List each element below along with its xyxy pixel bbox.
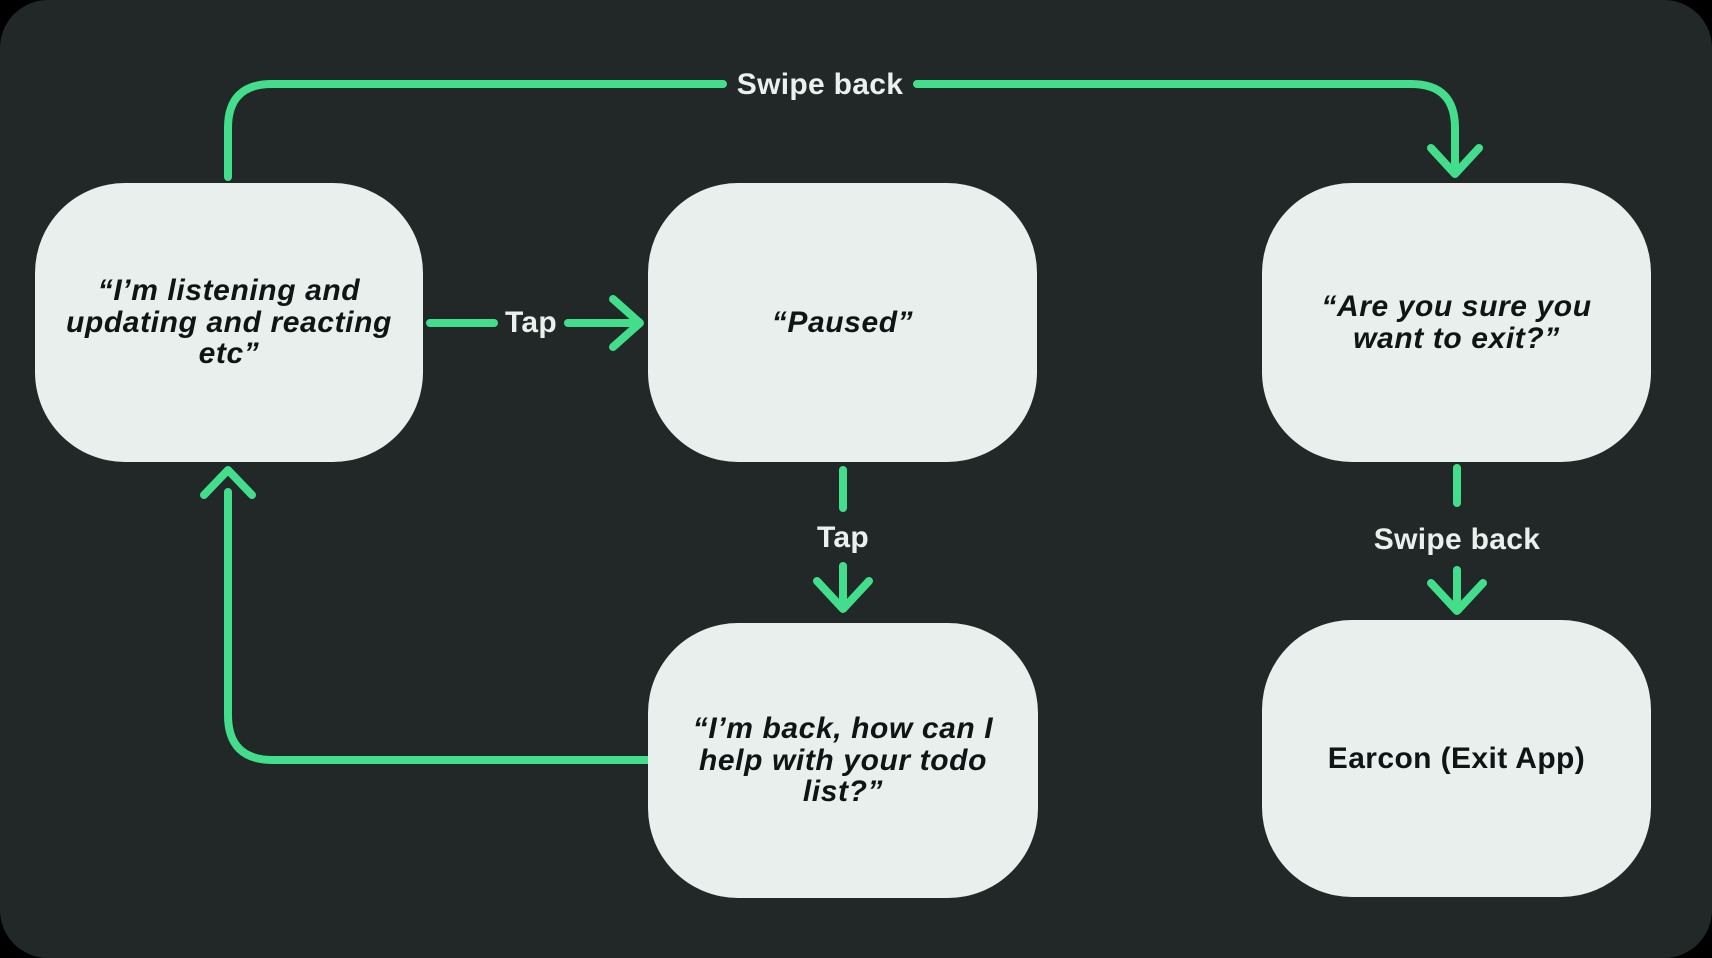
node-listening-text: “I’m listening and updating and reacting… bbox=[66, 273, 392, 371]
edge-label-swipe-back-top: Swipe back bbox=[736, 68, 904, 101]
arrowhead-down-back-greeting bbox=[813, 577, 873, 613]
node-listening: “I’m listening and updating and reacting… bbox=[35, 183, 423, 462]
node-back-greeting: “I’m back, how can I help with your todo… bbox=[648, 623, 1038, 898]
node-paused: “Paused” bbox=[648, 183, 1037, 462]
edge-label-tap-resume: Tap bbox=[816, 521, 870, 554]
arrowhead-down-exit-confirm bbox=[1427, 144, 1483, 178]
connector-swipe-back-left-segment bbox=[224, 80, 727, 181]
arrowhead-down-earcon bbox=[1427, 579, 1487, 615]
node-earcon: Earcon (Exit App) bbox=[1262, 620, 1651, 897]
connector-return-loop bbox=[224, 488, 652, 764]
arrowhead-right-paused bbox=[609, 295, 644, 351]
node-exit-confirm: “Are you sure you want to exit?” bbox=[1262, 183, 1651, 462]
node-paused-text: “Paused” bbox=[771, 305, 914, 339]
node-earcon-text: Earcon (Exit App) bbox=[1327, 741, 1586, 775]
edge-label-swipe-back-exit: Swipe back bbox=[1373, 523, 1541, 556]
node-exit-confirm-text: “Are you sure you want to exit?” bbox=[1321, 289, 1592, 355]
arrowhead-up-listening bbox=[200, 466, 256, 499]
node-back-greeting-text: “I’m back, how can I help with your todo… bbox=[692, 711, 994, 809]
connector-swipe-back-right-segment bbox=[913, 80, 1459, 172]
edge-label-tap-pause: Tap bbox=[504, 306, 558, 339]
